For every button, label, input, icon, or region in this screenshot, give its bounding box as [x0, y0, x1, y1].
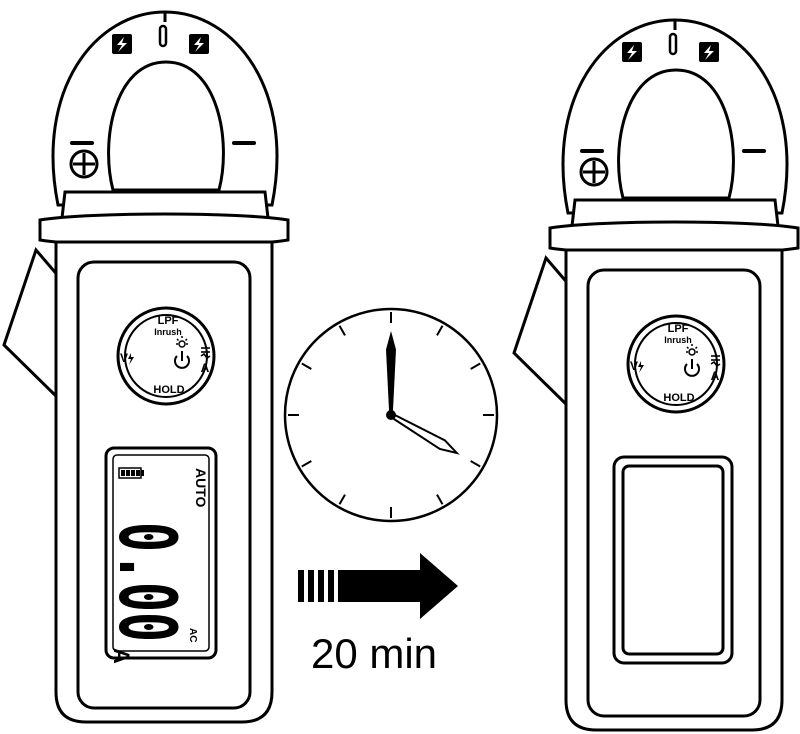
dial-volt-label: V: [630, 359, 638, 373]
dial-hold-label: HOLD: [153, 384, 184, 396]
dial-inrush-label: Inrush: [154, 327, 182, 337]
lcd-unit: A: [109, 648, 134, 664]
blank-display: [612, 455, 734, 665]
transition-arrow: [298, 553, 458, 619]
clock-center: [386, 410, 396, 420]
dial-lpf-label: LPF: [668, 323, 689, 335]
clock-tick: [470, 362, 481, 370]
clock-tick: [436, 494, 444, 505]
dial-amp-label: A: [711, 369, 720, 383]
clock-tick: [436, 325, 444, 336]
clock-tick: [301, 362, 312, 370]
clamp-meter-off: LPF Inrush V A HOLD: [512, 18, 800, 732]
lcd-display: AUTO 0.00 A AC: [101, 446, 218, 664]
clock-tick: [338, 494, 346, 505]
dial-lpf-label: LPF: [158, 315, 179, 327]
lcd-reading: 0.00: [101, 522, 191, 642]
battery-icon: [118, 467, 144, 479]
dial-amp-label: A: [201, 361, 210, 375]
clock-ticks: [288, 312, 494, 518]
auto-range-label: AUTO: [193, 468, 209, 508]
dial-inrush-label: Inrush: [664, 335, 692, 345]
clock-tick: [470, 460, 481, 468]
dial-hold-label: HOLD: [663, 392, 694, 404]
clamp-meter-on: LPF Inrush V A HOLD AUTO 0.00 A AC: [2, 10, 290, 724]
clock-tick: [301, 460, 312, 468]
clock: [283, 307, 499, 523]
lcd-ac-symbol: AC: [187, 628, 198, 642]
clock-minute-hand: [386, 331, 396, 415]
clock-tick: [338, 325, 346, 336]
timeout-label: 20 min: [311, 630, 437, 677]
dial-volt-label: V: [120, 351, 128, 365]
